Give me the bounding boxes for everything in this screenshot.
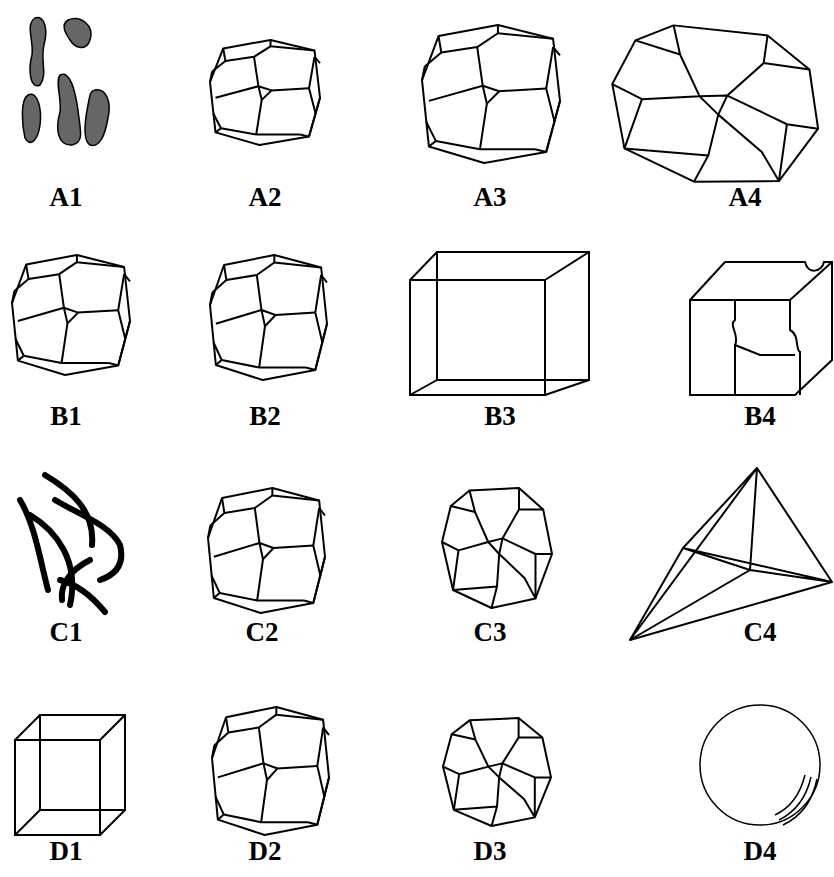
figure-label: D1 — [50, 838, 83, 865]
figure-label: A3 — [474, 184, 507, 211]
figure-label: B1 — [50, 403, 82, 430]
figure-label: D2 — [249, 838, 282, 865]
figure-label: A1 — [50, 184, 83, 211]
figure-label: B4 — [744, 403, 776, 430]
figure-label: C2 — [246, 619, 279, 646]
figure-label: D3 — [474, 838, 507, 865]
figure-label: C3 — [474, 619, 507, 646]
figure-label: C1 — [50, 619, 83, 646]
figure-label: C4 — [744, 619, 777, 646]
figure-label: A2 — [249, 184, 282, 211]
figure-label: B3 — [484, 403, 516, 430]
figure-label: D4 — [744, 838, 777, 865]
figure-label: A4 — [729, 184, 762, 211]
figure-label: B2 — [249, 403, 281, 430]
